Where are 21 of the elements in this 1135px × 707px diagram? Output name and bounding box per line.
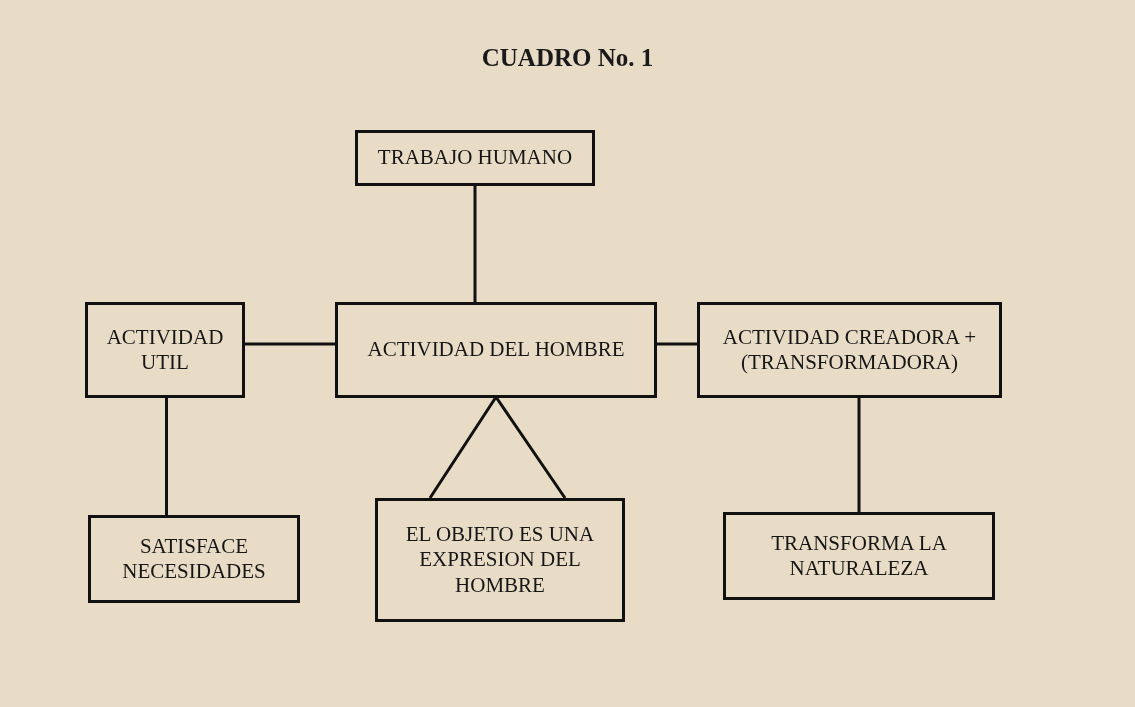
box-label: TRANSFORMA LA NATURALEZA <box>770 530 948 582</box>
box-label: ACTIVIDAD CREADORA + (TRANSFORMADORA) <box>721 324 978 376</box>
concept-box <box>88 515 300 603</box>
concept-box <box>375 498 625 622</box>
connector-line <box>165 398 168 515</box>
concept-box <box>85 302 245 398</box>
connector-line <box>857 398 861 512</box>
box-label: ACTIVIDAD DEL HOMBRE <box>367 337 625 363</box>
connector-line <box>245 342 335 346</box>
concept-box <box>335 302 657 398</box>
box-label: EL OBJETO ES UNA EXPRESION DEL HOMBRE <box>404 522 596 598</box>
concept-box <box>355 130 595 186</box>
box-label: TRABAJO HUMANO <box>377 145 573 171</box>
connector-line <box>428 395 567 500</box>
connector-line <box>657 342 697 346</box>
connector-line <box>473 186 477 302</box>
diagram-title: CUADRO No. 1 <box>480 44 655 72</box>
concept-box <box>723 512 995 600</box>
box-label: ACTIVIDAD UTIL <box>105 324 225 376</box>
box-label: SATISFACE NECESIDADES <box>121 533 267 585</box>
concept-box <box>697 302 1002 398</box>
